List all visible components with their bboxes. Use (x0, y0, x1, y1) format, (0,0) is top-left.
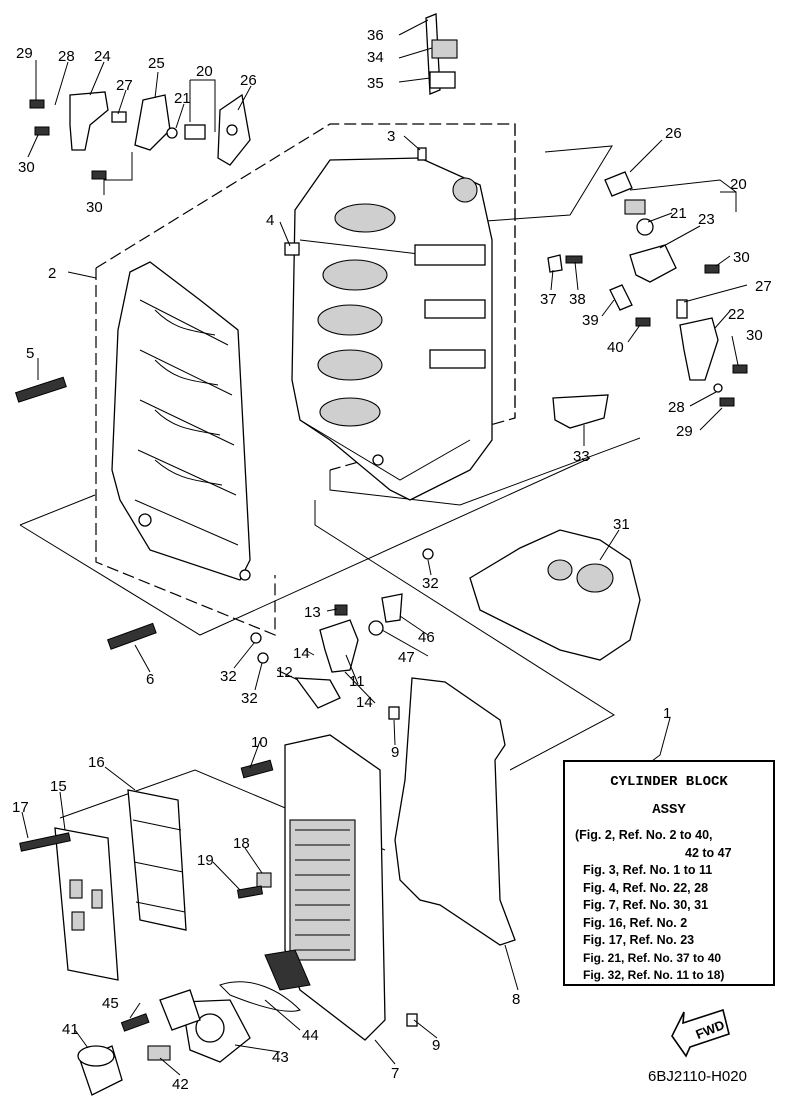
callout-number: 14 (293, 645, 310, 662)
callout-number: 28 (58, 48, 75, 65)
fitting-parts (14, 376, 434, 1027)
callout-number: 8 (512, 991, 520, 1008)
callout-number: 20 (730, 176, 747, 193)
gaskets (394, 529, 641, 946)
callout-number: 40 (607, 339, 624, 356)
callout-number: 6 (146, 671, 154, 688)
callout-number: 35 (367, 75, 384, 92)
callout-number: 32 (241, 690, 258, 707)
callout-number: 43 (272, 1049, 289, 1066)
legend-line: Fig. 16, Ref. No. 2 (583, 915, 688, 930)
callout-number: 5 (26, 345, 34, 362)
legend-line: Fig. 4, Ref. No. 22, 28 (583, 880, 709, 895)
callout-number: 13 (304, 604, 321, 621)
callout-number: 20 (196, 63, 213, 80)
callout-number: 34 (367, 49, 384, 66)
callout-number: 26 (240, 72, 257, 89)
callout-number: 9 (391, 744, 399, 761)
water-outlet-parts (29, 91, 251, 180)
callout-number: 30 (86, 199, 103, 216)
callout-number: 21 (174, 90, 191, 107)
callout-number: 37 (540, 291, 557, 308)
legend-title: CYLINDER BLOCK (610, 774, 728, 790)
callout-number: 23 (698, 211, 715, 228)
callout-number: 30 (18, 159, 35, 176)
exhaust-cover-assembly (54, 734, 386, 1041)
callout-number: 38 (569, 291, 586, 308)
callout-number: 4 (266, 212, 274, 229)
callout-number: 3 (387, 128, 395, 145)
callout-number: 9 (432, 1037, 440, 1054)
legend-line: Fig. 21, Ref. No. 37 to 40 (583, 950, 722, 965)
callout-number: 31 (613, 516, 630, 533)
callout-numbers: 1 2 3 4 5 6 7 8 9 9 10 11 12 13 14 14 15… (12, 27, 772, 1093)
callout-number: 22 (728, 306, 745, 323)
callout-number: 1 (663, 705, 671, 722)
callout-number: 33 (573, 448, 590, 465)
callout-number: 11 (349, 673, 365, 690)
callout-number: 41 (62, 1021, 79, 1038)
callout-number: 7 (391, 1065, 399, 1082)
callout-number: 21 (670, 205, 687, 222)
legend-line: 42 to 47 (685, 845, 732, 860)
callout-number: 32 (220, 668, 237, 685)
callout-number: 16 (88, 754, 105, 771)
callout-number: 47 (398, 649, 415, 666)
callout-number: 27 (755, 278, 772, 295)
forward-arrow-icon: FWD (671, 1008, 730, 1058)
legend-subtitle: ASSY (652, 802, 686, 818)
crankcase-half (111, 261, 251, 581)
callout-number: 2 (48, 265, 56, 282)
callout-number: 25 (148, 55, 165, 72)
callout-number: 29 (16, 45, 33, 62)
callout-number: 14 (356, 694, 373, 711)
callout-number: 10 (251, 734, 268, 751)
callout-number: 27 (116, 77, 133, 94)
callout-number: 36 (367, 27, 384, 44)
legend-line: (Fig. 2, Ref. No. 2 to 40, (575, 828, 713, 842)
callout-number: 26 (665, 125, 682, 142)
callout-number: 29 (676, 423, 693, 440)
callout-number: 28 (668, 399, 685, 416)
callout-number: 45 (102, 995, 119, 1012)
legend-line: Fig. 32, Ref. No. 11 to 18) (583, 968, 725, 982)
callout-number: 42 (172, 1076, 189, 1093)
legend-line: Fig. 17, Ref. No. 23 (583, 933, 695, 947)
callout-number: 24 (94, 48, 111, 65)
callout-number: 46 (418, 629, 435, 646)
callout-number: 30 (746, 327, 763, 344)
drawing-code: 6BJ2110-H020 (648, 1068, 747, 1085)
oil-filter-assembly (77, 981, 301, 1096)
callout-number: 17 (12, 799, 29, 816)
callout-number: 19 (197, 852, 214, 869)
callout-number: 30 (733, 249, 750, 266)
cylinder-block (291, 157, 493, 501)
callout-number: 39 (582, 312, 599, 329)
legend-line: Fig. 7, Ref. No. 30, 31 (583, 898, 709, 912)
callout-number: 15 (50, 778, 67, 795)
assembly-legend: CYLINDER BLOCK ASSY (Fig. 2, Ref. No. 2 … (563, 760, 775, 986)
callout-number: 32 (422, 575, 439, 592)
thermostat-parts (284, 13, 748, 429)
callout-number: 18 (233, 835, 250, 852)
callout-number: 44 (302, 1027, 319, 1044)
callout-number: 12 (276, 664, 293, 681)
leader-lines (21, 19, 748, 1076)
legend-line: Fig. 3, Ref. No. 1 to 11 (583, 863, 713, 877)
